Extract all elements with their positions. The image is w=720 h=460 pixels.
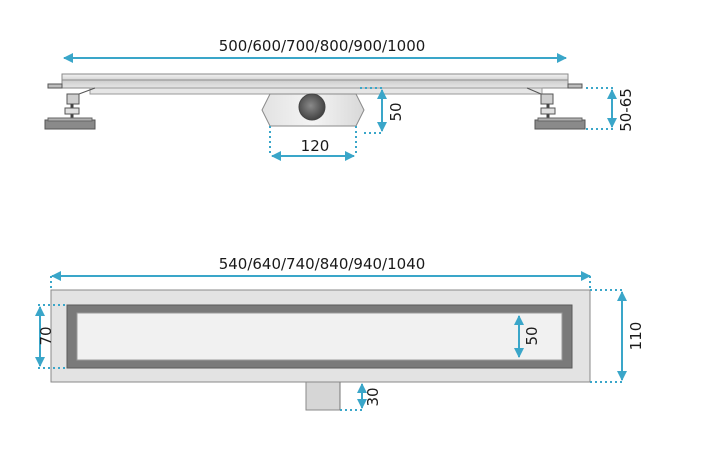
side-view: 500/600/700/800/900/1000 — [44, 37, 635, 161]
inner-width-label: 70 — [37, 326, 55, 345]
left-adjustable-foot — [44, 83, 96, 130]
feet-height-label: 50-65 — [617, 88, 635, 132]
outlet-width-label: 120 — [301, 137, 330, 155]
overall-width-label: 110 — [627, 322, 645, 351]
outlet-pipe — [305, 381, 341, 411]
outlet-hole — [298, 93, 326, 121]
side-length-label: 500/600/700/800/900/1000 — [219, 37, 426, 55]
grate-insert — [76, 312, 563, 361]
drain-channel-body — [89, 87, 543, 95]
outlet-height-label: 50 — [387, 102, 405, 121]
grate-width-label: 50 — [523, 326, 541, 345]
top-view: 540/640/740/840/940/1040 70 50 110 30 — [35, 255, 645, 411]
outlet-siphon — [261, 93, 365, 127]
drain-cover-plate — [61, 73, 569, 89]
top-length-label: 540/640/740/840/940/1040 — [219, 255, 426, 273]
outlet-depth-label: 30 — [364, 387, 382, 406]
right-adjustable-foot — [526, 83, 586, 130]
